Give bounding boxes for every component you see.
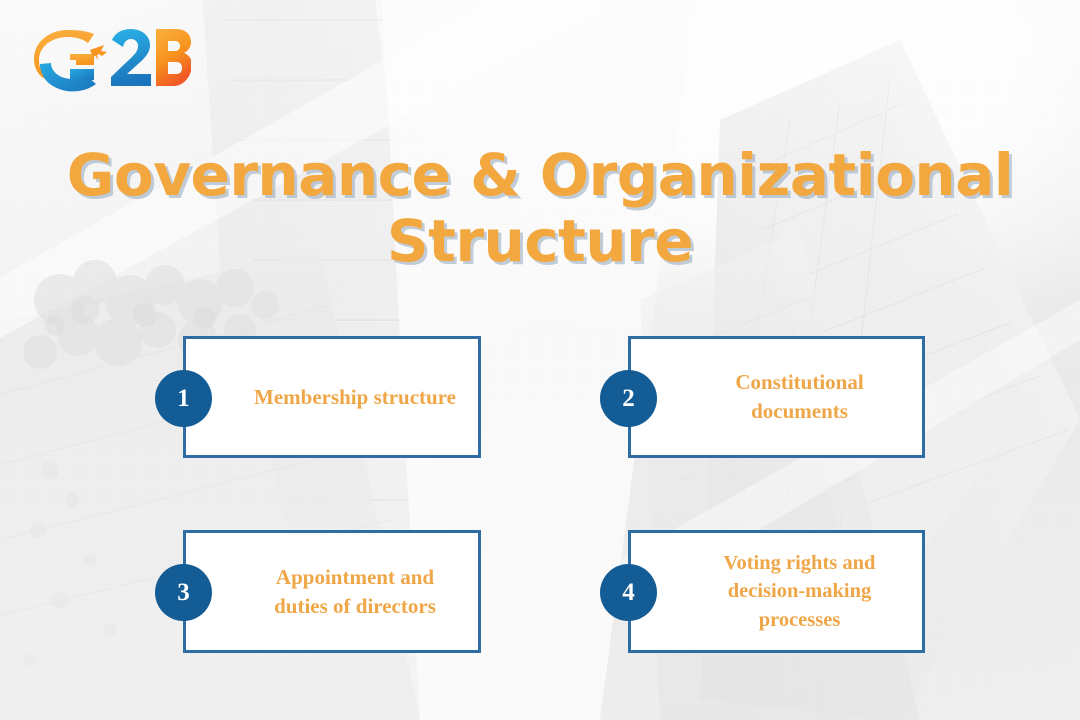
card-3-label: Appointment and duties of directors — [274, 564, 436, 618]
card-2-label: Constitutional documents — [735, 370, 864, 423]
card-1-number-badge: 1 — [155, 370, 212, 427]
card-1-label: Membership structure — [254, 384, 456, 409]
card-4[interactable]: Voting rights and decision-making proces… — [628, 530, 925, 653]
card-3-number-badge: 3 — [155, 564, 212, 621]
card-4-label: Voting rights and decision-making proces… — [723, 552, 876, 631]
page-title: Governance & Organizational Structure — [66, 141, 1014, 276]
card-2-number-badge: 2 — [600, 370, 657, 427]
card-4-number-badge: 4 — [600, 564, 657, 621]
card-3[interactable]: Appointment and duties of directors — [183, 530, 481, 653]
g2b-logo[interactable] — [26, 24, 191, 96]
card-2[interactable]: Constitutional documents — [628, 336, 925, 458]
card-1[interactable]: Membership structure — [183, 336, 481, 458]
